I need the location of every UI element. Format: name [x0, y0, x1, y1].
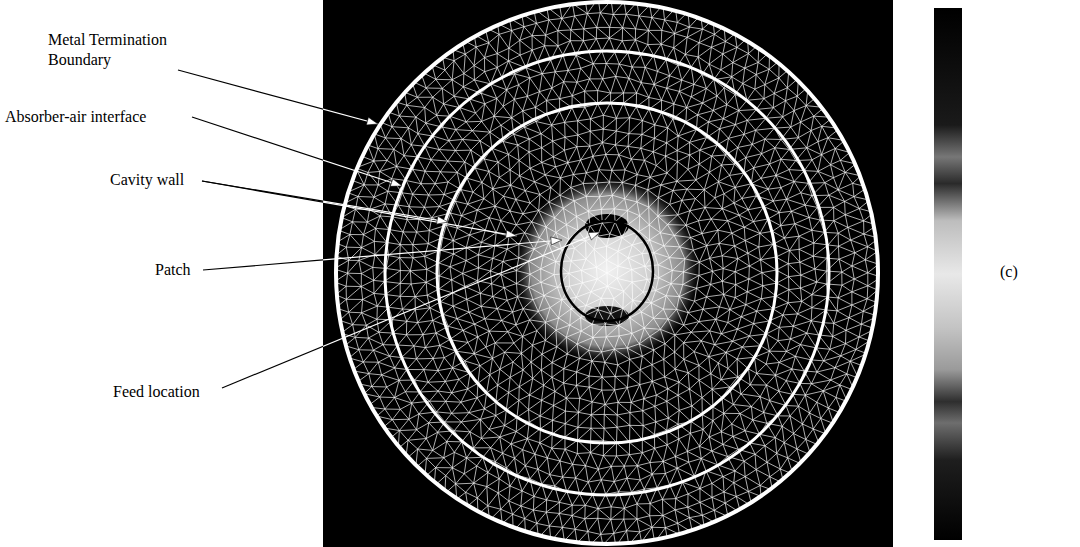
- leader-line: [222, 232, 323, 388]
- leader-line: [203, 240, 323, 270]
- callout-label: Absorber-air interface: [5, 107, 205, 127]
- arrowhead: [551, 237, 562, 245]
- leader-line: [323, 117, 402, 186]
- leader-line: [178, 70, 323, 124]
- color-bar: [934, 8, 962, 540]
- leader-line: [202, 181, 323, 236]
- patch-outline: [561, 221, 653, 321]
- arrowhead: [436, 216, 448, 224]
- callout-label: Patch: [155, 260, 235, 280]
- leader-line: [192, 117, 323, 186]
- arrowhead: [588, 232, 600, 240]
- leader-line: [323, 181, 517, 236]
- leader-line: [323, 240, 562, 270]
- callout-label: Feed location: [113, 382, 233, 402]
- absorber-interface-circle: [385, 51, 829, 495]
- leader-line: [202, 181, 323, 222]
- callout-label: Metal Termination Boundary: [48, 30, 178, 70]
- metal-termination-circle: [336, 2, 878, 544]
- arrowhead: [505, 230, 517, 238]
- triangular-mesh: [320, 0, 894, 547]
- leader-line: [323, 232, 600, 388]
- arrowhead: [390, 179, 402, 187]
- panel-label: (c): [1000, 262, 1040, 282]
- cavity-wall-circle: [437, 103, 777, 443]
- callout-label: Cavity wall: [110, 170, 230, 190]
- leader-line: [323, 70, 378, 124]
- arrowhead: [366, 117, 378, 125]
- leader-line: [323, 181, 448, 222]
